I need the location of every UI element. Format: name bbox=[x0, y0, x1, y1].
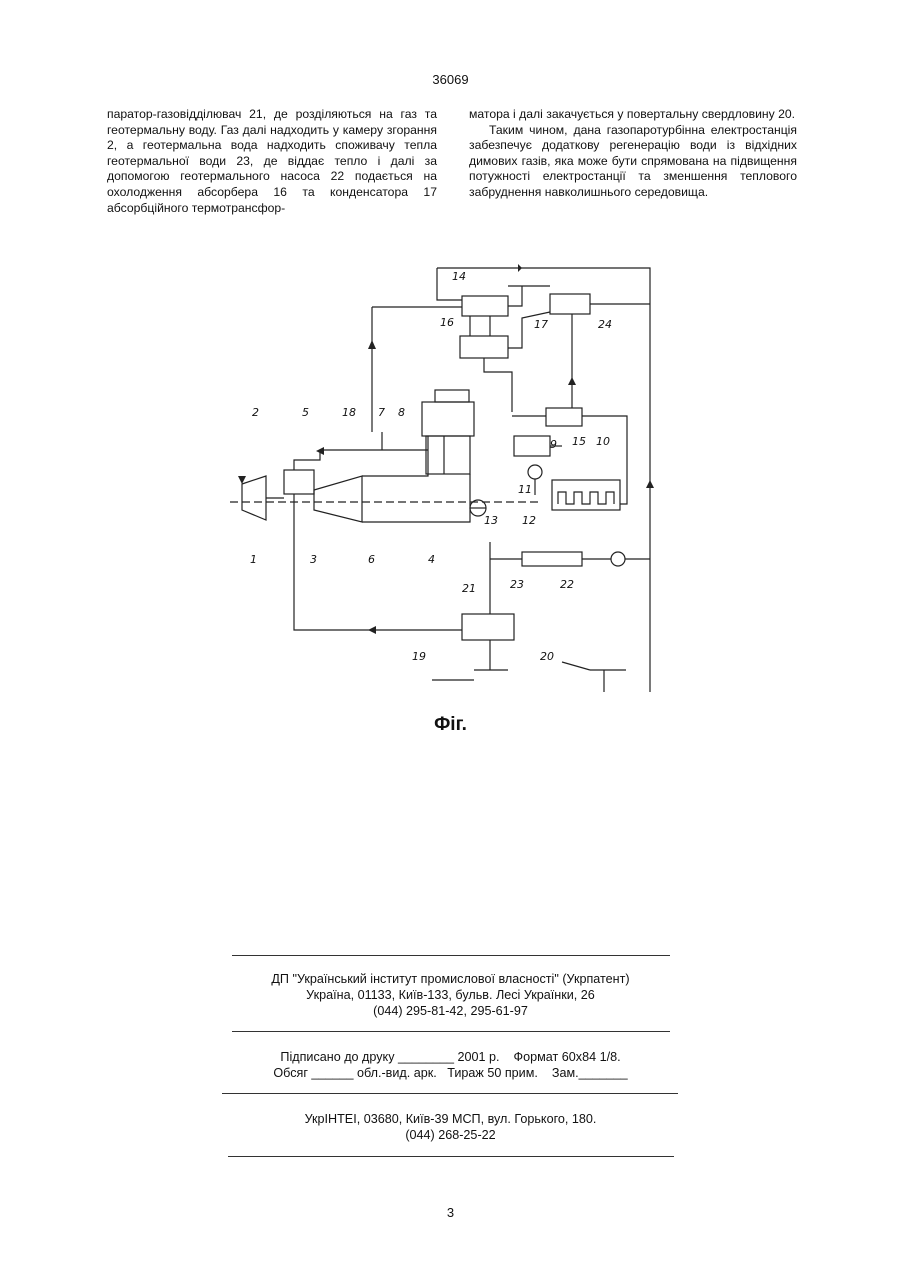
label-16: 16 bbox=[440, 316, 454, 329]
duct-6-bottom bbox=[362, 474, 470, 522]
box-15 bbox=[546, 408, 582, 426]
imprint-org: ДП "Український інститут промислової вла… bbox=[0, 971, 901, 1019]
label-4: 4 bbox=[428, 553, 435, 566]
label-8: 8 bbox=[398, 406, 405, 419]
imprint-print: Підписано до друку ________ 2001 р. Форм… bbox=[0, 1049, 901, 1081]
pump-22 bbox=[611, 552, 625, 566]
box-9 bbox=[514, 436, 550, 456]
pump-11 bbox=[528, 465, 542, 479]
paragraph: Таким чином, дана газопаротурбінна елект… bbox=[469, 123, 797, 201]
line-5 bbox=[294, 450, 428, 470]
figure-caption: Фіг. bbox=[0, 714, 901, 736]
label-12: 12 bbox=[522, 514, 536, 527]
box-17 bbox=[550, 294, 590, 314]
box-7 bbox=[426, 436, 470, 474]
text-column-left: паратор-газовідділювач 21, де розділяють… bbox=[107, 107, 437, 216]
arrow-17-15 bbox=[568, 377, 576, 385]
turbine-3 bbox=[314, 476, 362, 522]
label-17: 17 bbox=[534, 318, 548, 331]
compressor-1 bbox=[242, 476, 266, 520]
arrow-top bbox=[518, 264, 522, 272]
imprint-address: Україна, 01133, Київ-133, бульв. Лесі Ук… bbox=[0, 987, 901, 1003]
label-1: 1 bbox=[250, 553, 257, 566]
box-16 bbox=[460, 336, 508, 358]
arrow-right-line bbox=[646, 480, 654, 488]
label-22: 22 bbox=[560, 578, 574, 591]
label-9: 9 bbox=[550, 438, 557, 451]
box-14 bbox=[462, 296, 508, 316]
arrow-18 bbox=[368, 340, 376, 349]
label-21: 21 bbox=[462, 582, 476, 595]
arrow-21 bbox=[368, 626, 376, 634]
label-13: 13 bbox=[484, 514, 498, 527]
label-18: 18 bbox=[342, 406, 356, 419]
box-8 bbox=[422, 402, 474, 436]
line-21-to-2 bbox=[294, 494, 462, 630]
imprint-printer-name: УкрІНТЕІ, 03680, Київ-39 МСП, вул. Горьк… bbox=[0, 1111, 901, 1127]
schematic-diagram: 1 2 3 4 5 6 7 8 9 10 11 12 13 14 15 16 1… bbox=[222, 252, 682, 697]
box-8-top bbox=[435, 390, 469, 402]
imprint-phones: (044) 295-81-42, 295-61-97 bbox=[0, 1003, 901, 1019]
box-21 bbox=[462, 614, 514, 640]
divider bbox=[228, 1156, 674, 1157]
imprint-print-line2: Обсяг ______ обл.-вид. арк. Тираж 50 при… bbox=[0, 1065, 901, 1081]
label-15: 15 bbox=[572, 435, 586, 448]
label-20: 20 bbox=[540, 650, 554, 663]
imprint-printer-phone: (044) 268-25-22 bbox=[0, 1127, 901, 1143]
schematic-figure: 1 2 3 4 5 6 7 8 9 10 11 12 13 14 15 16 1… bbox=[222, 252, 682, 697]
label-2: 2 bbox=[252, 406, 259, 419]
label-11: 11 bbox=[518, 483, 532, 496]
label-7: 7 bbox=[378, 406, 385, 419]
imprint-printer: УкрІНТЕІ, 03680, Київ-39 МСП, вул. Горьк… bbox=[0, 1111, 901, 1143]
page-number-footer: 3 bbox=[0, 1205, 901, 1220]
imprint-org-name: ДП "Український інститут промислової вла… bbox=[0, 971, 901, 987]
text-column-right: матора і далі закачується у повертальну … bbox=[469, 107, 797, 201]
label-19: 19 bbox=[412, 650, 426, 663]
paragraph: паратор-газовідділювач 21, де розділяють… bbox=[107, 107, 437, 216]
combustor-2 bbox=[284, 470, 314, 494]
imprint-print-line1: Підписано до друку ________ 2001 р. Форм… bbox=[0, 1049, 901, 1065]
label-10: 10 bbox=[596, 435, 610, 448]
label-3: 3 bbox=[310, 553, 317, 566]
box-23 bbox=[522, 552, 582, 566]
label-23: 23 bbox=[510, 578, 524, 591]
label-14: 14 bbox=[452, 270, 466, 283]
labels: 1 2 3 4 5 6 7 8 9 10 11 12 13 14 15 16 1… bbox=[250, 270, 612, 663]
box-10 bbox=[552, 480, 620, 510]
line-14-17-b bbox=[508, 286, 522, 306]
label-5: 5 bbox=[302, 406, 309, 419]
label-24: 24 bbox=[598, 318, 612, 331]
line-16-down bbox=[484, 358, 512, 412]
page-number-header: 36069 bbox=[0, 72, 901, 87]
divider bbox=[232, 1031, 670, 1032]
duct-6-top bbox=[362, 436, 428, 476]
leader-20 bbox=[562, 662, 590, 670]
divider bbox=[232, 955, 670, 956]
paragraph: матора і далі закачується у повертальну … bbox=[469, 107, 797, 123]
label-6: 6 bbox=[368, 553, 375, 566]
divider bbox=[222, 1093, 678, 1094]
heater-coil bbox=[558, 492, 614, 504]
